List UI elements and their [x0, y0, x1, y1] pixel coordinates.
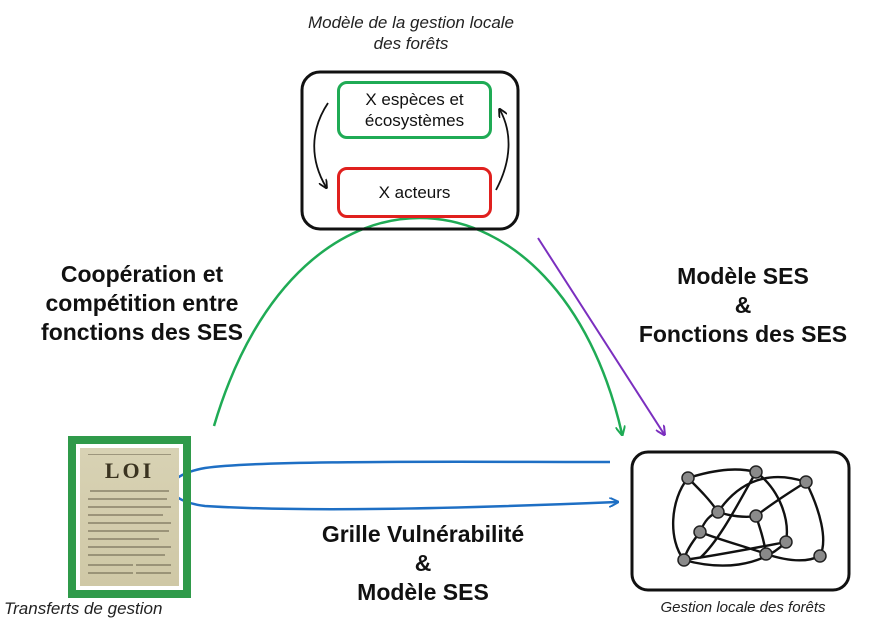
network-node — [677, 553, 691, 567]
loi-document: LOI — [80, 448, 179, 586]
network-node — [779, 535, 793, 549]
blue-loop-arrow — [170, 460, 617, 511]
vulnerability-grid-label-line1: Grille Vulnérabilité — [321, 521, 525, 547]
loi-frame — [68, 436, 191, 598]
cycle-arrow-right — [495, 110, 510, 191]
vulnerability-grid-label-line2: & — [414, 549, 432, 576]
doc-line — [88, 564, 133, 566]
doc-line — [88, 554, 165, 556]
species-box-label: X espèces et écosystèmes — [364, 89, 465, 130]
purple-arrow — [537, 237, 664, 434]
vulnerability-grid-label-line3: Modèle SES — [357, 578, 489, 605]
network-nodes — [677, 465, 827, 567]
doc-line — [88, 454, 171, 455]
doc-line — [88, 522, 171, 524]
ses-model-label: Modèle SES & Fonctions des SES — [612, 262, 874, 348]
species-box: X espèces et écosystèmes — [337, 81, 492, 139]
doc-line — [136, 572, 171, 574]
actors-box: X acteurs — [337, 167, 492, 218]
cooperation-label: Coopération et compétition entre fonctio… — [41, 261, 243, 345]
network-node — [813, 549, 827, 563]
network-node — [759, 547, 773, 561]
top-model-caption: Modèle de la gestion locale des forêts — [307, 13, 515, 54]
network-box — [630, 450, 851, 592]
network-node — [681, 471, 695, 485]
ses-model-label-line1: Modèle SES — [677, 263, 809, 289]
actors-box-label: X acteurs — [378, 182, 451, 202]
network-node — [799, 475, 813, 489]
network-node — [749, 465, 763, 479]
doc-line — [88, 514, 163, 516]
network-node — [749, 509, 763, 523]
vulnerability-grid-label: Grille Vulnérabilité & Modèle SES — [288, 520, 558, 606]
transfer-caption: Transferts de gestion — [4, 599, 163, 618]
doc-line — [88, 538, 159, 540]
doc-line — [88, 572, 133, 574]
doc-line — [90, 490, 169, 492]
doc-line — [88, 506, 171, 508]
cycle-arrow-left — [313, 102, 329, 187]
doc-line — [88, 530, 169, 532]
network-node — [693, 525, 707, 539]
top-model-box — [300, 70, 520, 231]
ses-model-label-line3: Fonctions des SES — [638, 320, 848, 347]
doc-line — [88, 498, 167, 500]
doc-line — [136, 564, 171, 566]
network-node — [711, 505, 725, 519]
ses-model-label-line2: & — [734, 291, 752, 318]
green-arc-arrow — [212, 216, 622, 434]
forest-management-caption: Gestion locale des forêts — [660, 599, 826, 616]
doc-line — [88, 546, 171, 548]
loi-title: LOI — [104, 458, 155, 483]
